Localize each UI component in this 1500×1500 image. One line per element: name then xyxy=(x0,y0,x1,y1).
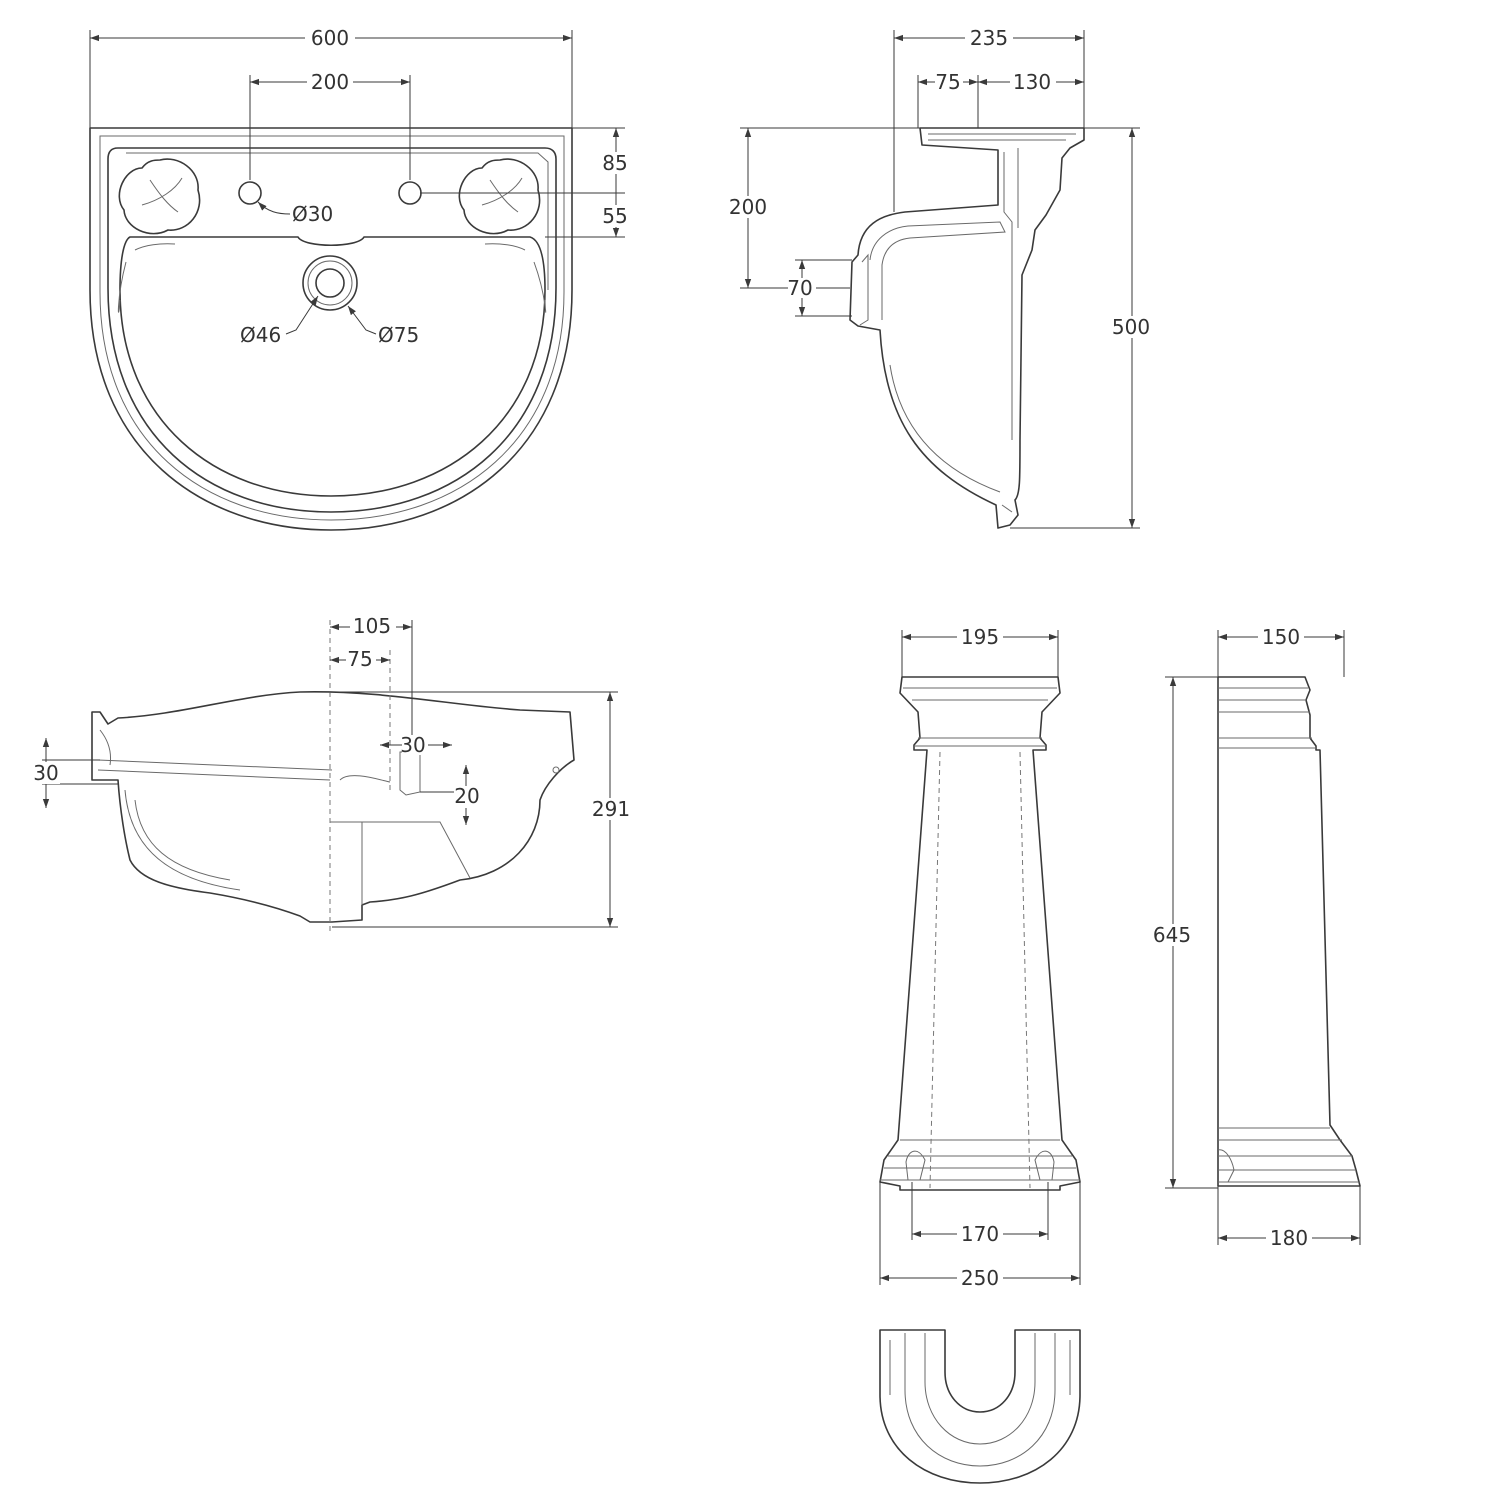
dim-label: 235 xyxy=(970,26,1008,50)
dim-label: 200 xyxy=(311,70,349,94)
dim-waste-hole: Ø46 xyxy=(240,295,319,347)
dim-front-rim-thickness: 30 xyxy=(32,738,118,808)
dim-side-overflow: 70 xyxy=(787,259,852,317)
dim-label: 500 xyxy=(1112,315,1150,339)
pedestal-front-view: 195 170 250 xyxy=(879,625,1081,1290)
tap-handle-left xyxy=(118,158,201,235)
basin-front-outline xyxy=(91,691,575,923)
dim-label: 150 xyxy=(1262,625,1300,649)
dim-side-wall-height: 200 xyxy=(726,127,920,289)
dim-pedestal-top-width: 195 xyxy=(901,625,1059,677)
dim-label: 250 xyxy=(961,1266,999,1290)
dim-label: 170 xyxy=(961,1222,999,1246)
dim-front-waste-offset: 105 xyxy=(330,614,413,750)
dim-label: 645 xyxy=(1153,923,1191,947)
dim-label: 105 xyxy=(353,614,391,638)
waste-outlet xyxy=(302,255,358,311)
tap-hole-left xyxy=(238,181,262,205)
dim-tap-to-bowl: 55 xyxy=(602,204,628,228)
dim-label: 75 xyxy=(347,647,372,671)
pedestal-side-outline xyxy=(1217,676,1361,1187)
dim-pedestal-height: 645 xyxy=(1151,676,1218,1189)
hidden-line xyxy=(1019,751,1031,1189)
dim-label: 70 xyxy=(787,276,812,300)
dim-pedestal-base-width: 250 xyxy=(879,1182,1081,1290)
basin-side-outline xyxy=(849,127,1085,529)
dim-tap-hole: Ø30 xyxy=(257,201,333,226)
dim-label: 600 xyxy=(311,26,349,50)
dim-label: Ø46 xyxy=(240,323,281,347)
dim-label: 130 xyxy=(1013,70,1051,94)
dim-label: 291 xyxy=(592,797,630,821)
hidden-line xyxy=(929,751,941,1189)
dim-front-overflow-width: 30 xyxy=(380,733,452,757)
dim-label: 200 xyxy=(729,195,767,219)
dim-front-overflow-height: 20 xyxy=(420,765,482,825)
basin-plan-outline xyxy=(89,127,573,531)
basin-plan-view: 600 200 Ø30 85 55 Ø46 xyxy=(89,26,628,531)
dim-pedestal-fixing-spacing: 170 xyxy=(911,1182,1049,1246)
pedestal-front-outline xyxy=(879,676,1081,1191)
dim-label: Ø75 xyxy=(378,323,419,347)
dim-overall-width: 600 xyxy=(89,26,573,128)
dim-side-depth: 235 xyxy=(893,26,1085,212)
dim-label: 75 xyxy=(935,70,960,94)
tap-hole-right xyxy=(398,181,422,205)
dim-label: 55 xyxy=(602,204,627,228)
dim-waste-outer: Ø75 xyxy=(347,305,419,347)
pedestal-side-view: 150 645 180 xyxy=(1151,625,1361,1250)
dim-side-height: 500 xyxy=(1010,127,1154,529)
dim-label: 195 xyxy=(961,625,999,649)
dim-pedestal-top-depth: 150 xyxy=(1217,625,1345,677)
dim-front-height: 291 xyxy=(300,691,634,928)
basin-front-view: 105 75 30 20 30 xyxy=(32,614,634,935)
pedestal-plan-view xyxy=(879,1329,1081,1484)
dim-side-tap-to-back: 130 xyxy=(978,70,1084,94)
dim-label: 30 xyxy=(33,761,58,785)
basin-side-view: 235 75 130 200 70 xyxy=(726,26,1154,529)
dim-label: Ø30 xyxy=(292,202,333,226)
dim-side-tap-offset: 75 xyxy=(917,70,979,128)
dim-label: 85 xyxy=(602,151,627,175)
dim-front-tap-offset: 75 xyxy=(330,647,390,671)
dim-label: 30 xyxy=(400,733,425,757)
dim-pedestal-base-depth: 180 xyxy=(1217,1186,1361,1250)
dim-tap-spacing: 200 xyxy=(249,70,411,180)
dim-rim-to-tap: 85 xyxy=(420,127,628,238)
dim-label: 180 xyxy=(1270,1226,1308,1250)
dim-label: 20 xyxy=(454,784,479,808)
tap-handle-right xyxy=(458,158,541,235)
